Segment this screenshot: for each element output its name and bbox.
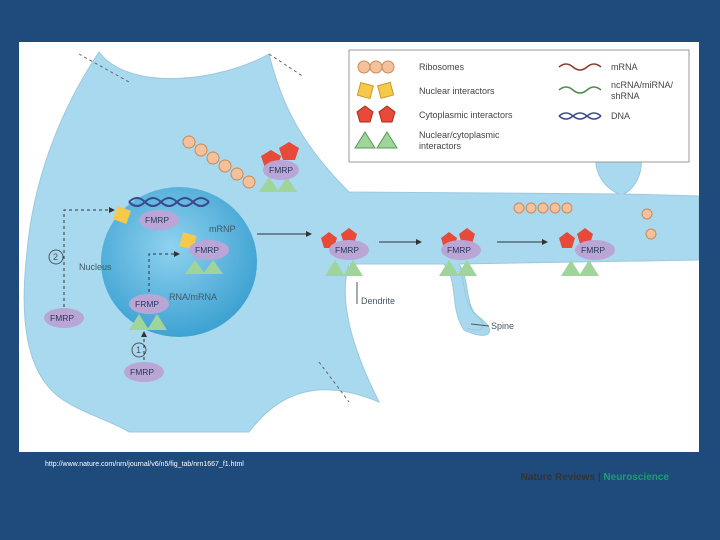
legend-ribosomes-label: Ribosomes bbox=[419, 62, 465, 72]
dendrite-label: Dendrite bbox=[361, 296, 395, 306]
source-url: http://www.nature.com/nrn/journal/v6/n5/… bbox=[45, 461, 244, 468]
step-2-marker: 2 bbox=[48, 249, 64, 265]
legend-nuc-cyto-label-1: Nuclear/cytoplasmic bbox=[419, 130, 500, 140]
frmp-label: FRMP bbox=[135, 299, 159, 309]
frmp-complex-lower: FRMP bbox=[129, 294, 169, 330]
legend-box bbox=[348, 49, 690, 163]
fmrp-complex-dendrite-2: FMRP bbox=[439, 228, 481, 276]
svg-text:1: 1 bbox=[136, 345, 141, 355]
fmrp-complex-dendrite-3: FMRP bbox=[559, 228, 615, 276]
fmrp-label-top: FMRP bbox=[269, 165, 293, 175]
spine-pointer bbox=[470, 323, 490, 327]
fmrp-label-dendrite-2: FMRP bbox=[447, 245, 471, 255]
journal-credit: Nature Reviews | Neuroscience bbox=[521, 472, 669, 483]
fmrp-complex-top: FMRP bbox=[259, 142, 299, 192]
fmrp-label-mrnp: FMRP bbox=[195, 245, 219, 255]
legend-dna-swatch bbox=[558, 112, 602, 120]
fmrp-diagram: Ribosomes Nuclear interactors Cytoplasmi… bbox=[23, 49, 699, 433]
dna-strand bbox=[128, 197, 210, 207]
legend-mrna-swatch bbox=[558, 63, 602, 71]
export-arrow bbox=[148, 251, 180, 292]
legend-ncrna-label-2: shRNA bbox=[611, 91, 640, 101]
dna-strand-2 bbox=[128, 197, 210, 207]
legend-ncrna-swatch bbox=[558, 86, 602, 94]
dendrite-ribosomes bbox=[513, 202, 657, 240]
fmrp-label-nucleus-top: FMRP bbox=[145, 215, 169, 225]
nucleus-label: Nucleus bbox=[79, 262, 112, 272]
legend-nuclear-interactor-swatch bbox=[356, 81, 395, 100]
fmrp-outside-bottom: FMRP bbox=[124, 362, 164, 382]
mrnp-label: mRNP bbox=[209, 224, 236, 234]
fmrp-complex-mrnp: FMRP bbox=[179, 232, 229, 274]
legend-ncrna-label-1: ncRNA/miRNA/ bbox=[611, 80, 674, 90]
svg-text:2: 2 bbox=[53, 252, 58, 262]
fmrp-complex-dendrite-1: FMRP bbox=[321, 228, 369, 276]
membrane-dash-right bbox=[268, 53, 305, 78]
legend-cytoplasmic-label: Cytoplasmic interactors bbox=[419, 110, 513, 120]
fmrp-label-bottom: FMRP bbox=[130, 367, 154, 377]
legend-dna-label: DNA bbox=[611, 111, 630, 121]
legend-nuc-cyto-interactor-swatch bbox=[354, 131, 398, 149]
polyribosome-chain bbox=[182, 135, 256, 189]
credit-section: Neuroscience bbox=[603, 472, 669, 483]
legend-mrna-label: mRNA bbox=[611, 62, 638, 72]
membrane-dash-bottom bbox=[318, 361, 350, 403]
fmrp-label-dendrite-3: FMRP bbox=[581, 245, 605, 255]
rna-mrna-label: RNA/mRNA bbox=[169, 292, 217, 302]
credit-journal: Nature Reviews bbox=[520, 472, 596, 483]
legend-nuclear-label: Nuclear interactors bbox=[419, 86, 495, 96]
spine-label: Spine bbox=[491, 321, 514, 331]
legend-nuc-cyto-label-2: interactors bbox=[419, 141, 462, 151]
step-1-marker: 1 bbox=[131, 342, 147, 358]
fmrp-label-dendrite-1: FMRP bbox=[335, 245, 359, 255]
legend-cytoplasmic-interactor-swatch bbox=[356, 105, 396, 123]
credit-separator: | bbox=[595, 472, 604, 483]
figure-panel: Ribosomes Nuclear interactors Cytoplasmi… bbox=[19, 42, 699, 483]
fmrp-complex-nucleus-top: FMRP bbox=[113, 206, 179, 230]
fmrp-label-left: FMRP bbox=[50, 313, 74, 323]
spine-protrusion bbox=[458, 263, 484, 331]
fmrp-outside-left: FMRP bbox=[44, 308, 84, 328]
import-arrow-2 bbox=[63, 207, 115, 307]
legend-ribosome-swatch bbox=[357, 60, 395, 74]
